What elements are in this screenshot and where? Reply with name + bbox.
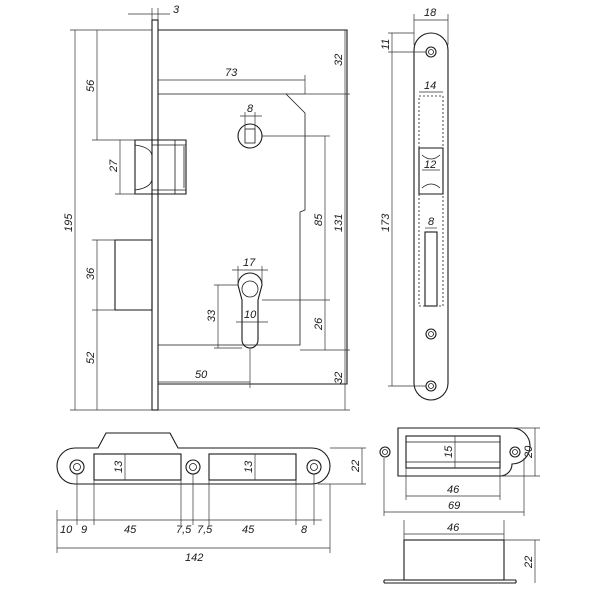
dim-18: 18 [424,7,437,19]
dim-11: 11 [380,39,392,50]
dim-33: 33 [206,309,218,322]
dim-17: 17 [243,257,256,269]
dim-3: 3 [173,4,180,16]
dim-13-right: 13 [243,460,255,473]
dim-36: 36 [85,267,97,280]
dim-8-strike: 8 [301,524,308,536]
dim-73: 73 [225,67,238,79]
dim-15: 15 [443,445,455,458]
dim-46-front: 46 [447,484,460,496]
strike-box-side-dimensions [403,520,540,583]
strike-box-labels: 15 20 46 69 46 22 [443,445,535,569]
strike-plate-labels: 13 13 22 10 9 45 7,5 7,5 45 8 142 [60,460,362,564]
dim-20: 20 [523,445,535,459]
dim-10: 10 [244,309,257,321]
dim-56: 56 [85,79,97,92]
dim-7-5-right: 7,5 [197,524,213,536]
dim-14: 14 [424,80,436,92]
dim-195: 195 [63,213,75,232]
lock-body-side-view [114,19,348,411]
dim-12: 12 [424,159,436,171]
dim-131: 131 [333,214,345,232]
side-view-labels: 3 73 8 32 56 27 195 85 131 36 17 33 10 2… [63,4,345,384]
dim-32-top: 32 [333,54,345,66]
strike-box-front-dimensions [383,427,540,516]
dim-7-5-left: 7,5 [176,524,192,536]
dim-32-bottom: 32 [333,372,345,384]
dim-85: 85 [313,213,325,226]
faceplate-labels: 18 11 14 173 12 8 [380,7,437,232]
dim-52: 52 [85,352,97,364]
dim-45-right: 45 [242,524,255,536]
dim-27: 27 [108,159,120,173]
dim-9: 9 [81,524,87,536]
strike-plate-view [56,432,331,485]
side-view-dimensions [70,8,350,411]
strike-box-front-view [379,427,531,477]
dim-8: 8 [428,216,435,228]
dim-13-left: 13 [113,460,125,473]
dim-8-spindle: 8 [247,103,254,115]
dim-22-side: 22 [523,556,535,569]
faceplate-dimensions [388,14,449,387]
dim-50: 50 [195,369,208,381]
dim-142: 142 [185,552,203,564]
dim-45-left: 45 [124,524,137,536]
dim-173: 173 [380,213,392,232]
strike-box-side-view [383,539,517,584]
dim-69: 69 [448,500,460,512]
faceplate-front-view [413,32,449,401]
dim-10-strike: 10 [60,524,73,536]
dim-26: 26 [313,317,325,331]
dim-22: 22 [350,460,362,473]
strike-plate-dimensions [56,447,366,553]
dim-46-side: 46 [447,522,460,534]
